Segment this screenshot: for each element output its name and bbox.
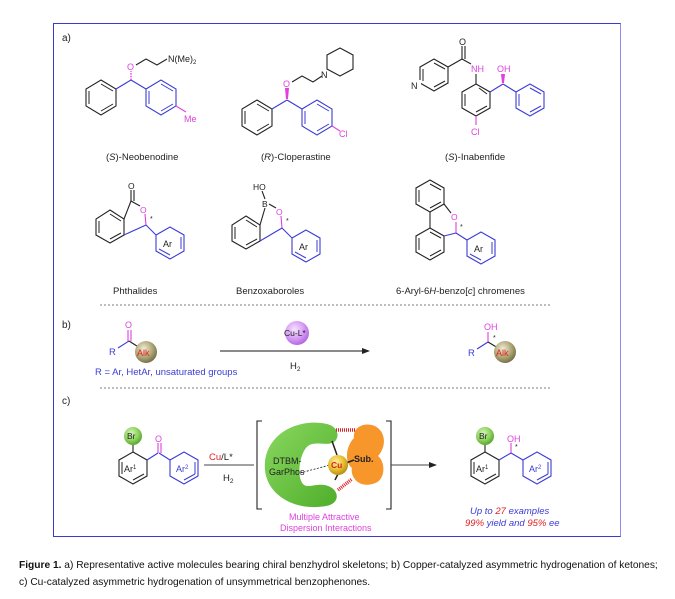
stereo-star: *: [460, 224, 463, 231]
atom-o-ring: O: [140, 205, 147, 215]
atom-oh: OH: [507, 434, 521, 444]
methyl-label: Me: [184, 114, 197, 124]
panel-c-substrate: Br Ar1 O Ar2: [118, 427, 199, 485]
alkyl-label: Alk: [137, 348, 150, 358]
arrow-head-icon: [362, 348, 370, 354]
scaffold-benzochromene: O * Ar: [415, 179, 496, 265]
atom-br: Br: [479, 431, 488, 441]
stereo-star: *: [493, 335, 496, 342]
atom-nh: NH: [471, 64, 484, 74]
catalyst-label: Cu-L*: [284, 328, 306, 338]
aryl2-label: Ar2: [529, 464, 542, 474]
reagent-h2: H2: [290, 361, 301, 373]
molecule-cloperastine: O N Cl: [241, 47, 354, 139]
bracket-left: [256, 420, 262, 510]
scaffold-benzoxaborole: B HO O * Ar: [231, 182, 321, 263]
aryl1-label: Ar1: [124, 464, 137, 474]
r-group-note: R = Ar, HetAr, unsaturated groups: [95, 367, 238, 378]
ligand-shape: [264, 422, 338, 508]
bromo-sphere: [124, 427, 142, 445]
copper-label: Cu: [331, 460, 342, 470]
atom-o: O: [127, 62, 134, 72]
alkyl-label: Alk: [496, 348, 509, 358]
amine-label: N(Me)2: [168, 54, 197, 66]
panel-label-b: b): [62, 320, 71, 331]
r-group: R: [468, 348, 475, 359]
label-neobenodine: (S)-Neobenodine: [106, 152, 178, 163]
aryl-label: Ar: [474, 244, 483, 254]
aryl2-label: Ar2: [176, 464, 189, 474]
bromo-sphere: [476, 427, 494, 445]
ligand-label-1: DTBM-: [273, 456, 302, 466]
ligand-label-2: GarPhos: [269, 467, 305, 477]
atom-o: O: [459, 37, 466, 47]
interaction-note-1: Multiple Attractive: [289, 512, 360, 522]
r-group: R: [109, 347, 116, 358]
catalyst-label: Cu/L*: [209, 452, 233, 463]
atom-o: O: [128, 181, 135, 191]
alkyl-sphere: [494, 341, 516, 363]
atom-ho: HO: [253, 182, 266, 192]
figure-caption: Figure 1. a) Representative active molec…: [19, 557, 669, 591]
reagent-h2: H2: [223, 473, 234, 485]
aryl1-label: Ar1: [476, 464, 489, 474]
bracket-right: [386, 420, 392, 510]
interaction-note-2: Dispersion Interactions: [280, 523, 372, 533]
chloro-label: Cl: [471, 127, 480, 137]
atom-oh: OH: [484, 322, 498, 332]
panel-label-c: c): [62, 396, 70, 407]
molecule-neobenodine: O N(Me)2 Me: [85, 54, 197, 124]
atom-br: Br: [127, 431, 136, 441]
label-benzoxaboroles: Benzoxaboroles: [236, 286, 304, 297]
caption-label: Figure 1.: [19, 560, 62, 571]
figure-frame: [53, 23, 621, 537]
atom-b: B: [262, 199, 268, 209]
atom-n: N: [411, 81, 418, 91]
stereo-star: *: [515, 444, 518, 451]
scaffold-phthalide: O O * Ar: [95, 181, 185, 260]
catalyst-sphere: [285, 321, 309, 345]
panel-label-a: a): [62, 33, 71, 44]
label-inabenfide: (S)-Inabenfide: [445, 152, 505, 163]
label-benzochromenes: 6-Aryl-6H-benzo[c] chromenes: [396, 286, 525, 297]
molecule-inabenfide: N O NH Cl OH: [411, 37, 545, 137]
atom-o-ring: O: [451, 212, 458, 222]
aryl-label: Ar: [163, 239, 172, 249]
atom-o: O: [125, 320, 132, 330]
yield-ee-summary: 99% yield and 95% ee: [465, 518, 560, 529]
atom-oh: OH: [497, 64, 511, 74]
panel-b-substrate: O R Alk: [109, 320, 157, 363]
scope-summary: Up to 27 examples: [470, 506, 549, 517]
reaction-scheme: a) b) c) O N(Me)2 Me (S)-Neobenodine O: [62, 33, 560, 533]
atom-n: N: [321, 70, 328, 80]
atom-o: O: [155, 434, 162, 444]
caption-text: a) Representative active molecules beari…: [19, 560, 658, 588]
stereo-star: *: [286, 218, 289, 225]
aryl-label: Ar: [299, 242, 308, 252]
atom-o-ring: O: [276, 207, 283, 217]
panel-b-product: OH * R Alk: [468, 322, 516, 363]
panel-c-product: Br Ar1 OH * Ar2: [470, 427, 552, 485]
atom-o: O: [283, 79, 290, 89]
stereo-star: *: [150, 216, 153, 223]
label-cloperastine: (R)-Cloperastine: [261, 152, 331, 163]
substrate-label: Sub.: [354, 454, 374, 464]
chloro-label: Cl: [339, 129, 348, 139]
arrow-head-icon: [429, 462, 437, 468]
label-phthalides: Phthalides: [113, 286, 158, 297]
alkyl-sphere: [135, 341, 157, 363]
dispersion-interaction: [336, 477, 354, 492]
substrate-shape: [346, 424, 384, 485]
copper-sphere: [328, 455, 348, 475]
